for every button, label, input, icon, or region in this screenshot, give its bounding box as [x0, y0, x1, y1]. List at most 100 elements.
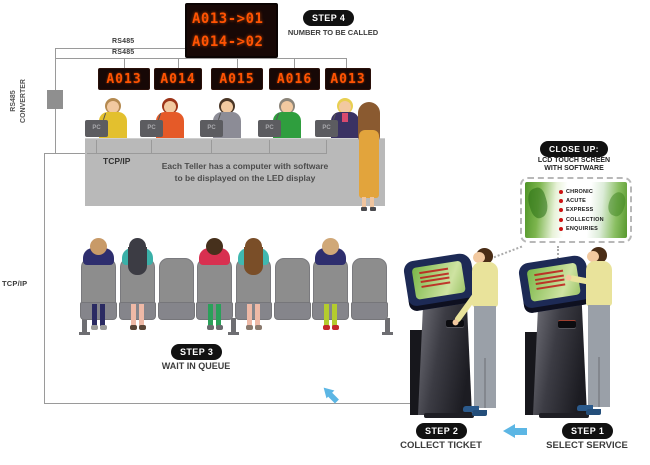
teller-face [281, 101, 293, 113]
waiting-chair-8 [351, 258, 388, 320]
bench-leg [385, 318, 390, 334]
waiting-chair-4 [196, 258, 233, 320]
counter-desk [85, 138, 385, 206]
menu-bullet-icon [559, 217, 563, 222]
counter-caption-line1: Each Teller has a computer with software [161, 161, 329, 171]
menu-item: ACUTE [559, 196, 604, 205]
patron-selecting-service [568, 247, 622, 422]
arrow-left-icon [503, 424, 529, 438]
pc-monitor-1: PC [85, 120, 108, 137]
bench-foot [79, 332, 90, 335]
callout-dotted-line [557, 246, 559, 263]
ticket-slot [558, 320, 576, 328]
teller-face [339, 101, 351, 113]
rs485-converter-label: RS485 CONVERTER [10, 79, 27, 123]
pc-label: PC [147, 125, 156, 131]
seated-customer-4 [238, 238, 269, 334]
seated-customer-2 [122, 238, 153, 334]
counter-led-display-5: A013 [325, 68, 371, 90]
closeup-subtitle-line1: LCD TOUCH SCREEN [537, 157, 611, 164]
waiting-chair-7 [312, 258, 349, 320]
seated-customer-5 [315, 238, 346, 334]
pc-monitor-3: PC [200, 120, 223, 137]
tcpip-trunk-wire [44, 153, 45, 403]
patron-pants [474, 306, 496, 408]
pc-drop-wire [211, 140, 212, 153]
pc-drop-wire [326, 140, 327, 153]
waiting-chair-6 [274, 258, 311, 320]
bench-foot [228, 332, 239, 335]
menu-bullet-icon [559, 199, 563, 204]
waiting-chair-3 [158, 258, 195, 320]
rs485-label-bottom: RS485 [112, 48, 135, 56]
patron-shoe [463, 406, 479, 412]
patron-collecting-ticket [453, 248, 508, 423]
counter-feed-wire [44, 153, 87, 154]
teller-face [164, 101, 176, 113]
patron-shirt [472, 262, 498, 307]
step4-caption: NUMBER TO BE CALLED [287, 28, 379, 37]
display-drop-wire [346, 58, 347, 68]
kiosk-base [424, 413, 474, 418]
rs485-wire-bottom [55, 58, 347, 59]
customer-dress [359, 130, 379, 198]
kiosk-base [539, 413, 589, 418]
pc-monitor-4: PC [258, 120, 281, 137]
teller-face [107, 101, 119, 113]
patron-shoe [577, 405, 593, 411]
pc-drop-wire [151, 140, 152, 153]
service-menu: CHRONIC ACUTE EXPRESS COLLECTION ENQUIRI… [559, 187, 604, 234]
display-drop-wire [237, 58, 238, 68]
counter-tcpip-label: TCP/IP [103, 156, 131, 166]
bench-foot [382, 332, 393, 335]
seated-customer-3 [199, 238, 230, 334]
step3-badge: STEP 3 [171, 344, 223, 360]
customer-leg [370, 197, 374, 209]
counter-led-display-1: A013 [98, 68, 150, 90]
led-line-2: A014->02 [192, 34, 264, 50]
waiting-chair-1 [80, 258, 117, 320]
step1-caption: SELECT SERVICE [546, 440, 628, 451]
customer-at-counter [352, 102, 386, 211]
customer-shoe [361, 207, 367, 211]
patron-shoe [586, 409, 601, 415]
ticket-kiosk-step1 [533, 299, 587, 415]
main-led-display: A013->01 A014->02 [185, 3, 278, 58]
counter-bus-wire [87, 153, 327, 154]
kiosk-screen-content [526, 262, 581, 302]
rs485-label-top: RS485 [112, 38, 135, 45]
customer-leg [362, 197, 366, 209]
menu-bullet-icon [559, 189, 563, 194]
teller-face [221, 101, 233, 113]
step3-caption: WAIT IN QUEUE [161, 361, 231, 371]
rs485-converter-box [47, 90, 63, 109]
step1-badge: STEP 1 [562, 423, 614, 439]
pc-label: PC [265, 125, 274, 131]
pc-monitor-5: PC [315, 120, 338, 137]
patron-shoe [472, 410, 487, 416]
customer-shoe [370, 207, 376, 211]
patron-face [587, 251, 599, 262]
step4-badge: STEP 4 [303, 10, 355, 26]
led-line-1: A013->01 [192, 11, 264, 27]
pc-label: PC [322, 125, 331, 131]
menu-bullet-icon [559, 208, 563, 213]
pc-drop-wire [96, 140, 97, 153]
menu-item: COLLECTION [559, 215, 604, 224]
pc-label: PC [207, 125, 216, 131]
counter-caption-line2: to be displayed on the LED display [174, 173, 316, 183]
pc-label: PC [92, 125, 101, 131]
menu-bullet-icon [559, 227, 563, 232]
pc-drop-wire [269, 140, 270, 153]
pc-monitor-2: PC [140, 120, 163, 137]
kiosk-screen-content [411, 260, 466, 300]
display-drop-wire [294, 58, 295, 68]
step2-caption: COLLECT TICKET [400, 440, 482, 451]
menu-item: ENQUIRIES [559, 225, 604, 234]
teller-blouse [342, 113, 348, 122]
display-drop-wire [178, 58, 179, 68]
display-drop-wire [124, 58, 125, 68]
seated-customer-1 [83, 238, 114, 334]
menu-item: EXPRESS [559, 206, 604, 215]
